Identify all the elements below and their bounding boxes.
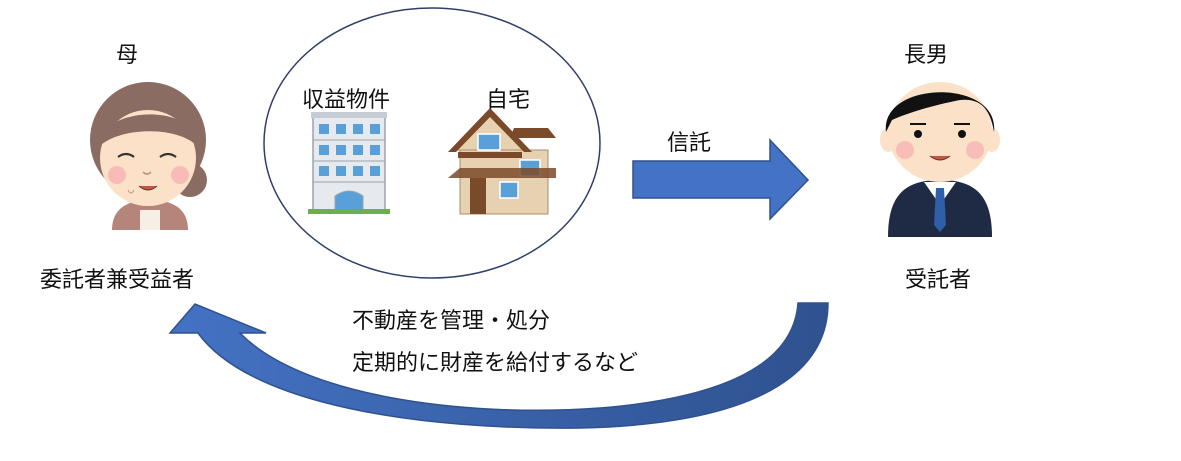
rental-property-label: 収益物件	[302, 88, 391, 113]
return-arrow-label-line2: 定期的に財産を給付するなど	[352, 351, 639, 376]
rental-building-icon	[308, 112, 390, 214]
return-arrow	[168, 302, 829, 429]
trust-arrow-label: 信託	[667, 131, 712, 156]
return-arrow-label-line1: 不動産を管理・処分	[352, 309, 551, 334]
mother-role: 委託者兼受益者	[40, 268, 195, 293]
mother-name: 母	[116, 43, 139, 68]
home-house-icon	[448, 108, 556, 215]
property-ellipse	[263, 7, 601, 279]
son-name: 長男	[904, 43, 949, 68]
son-role: 受託者	[905, 268, 972, 293]
trust-arrow	[632, 138, 810, 221]
son-illustration	[880, 82, 1000, 237]
mother-illustration	[90, 82, 207, 230]
home-label: 自宅	[486, 88, 531, 113]
